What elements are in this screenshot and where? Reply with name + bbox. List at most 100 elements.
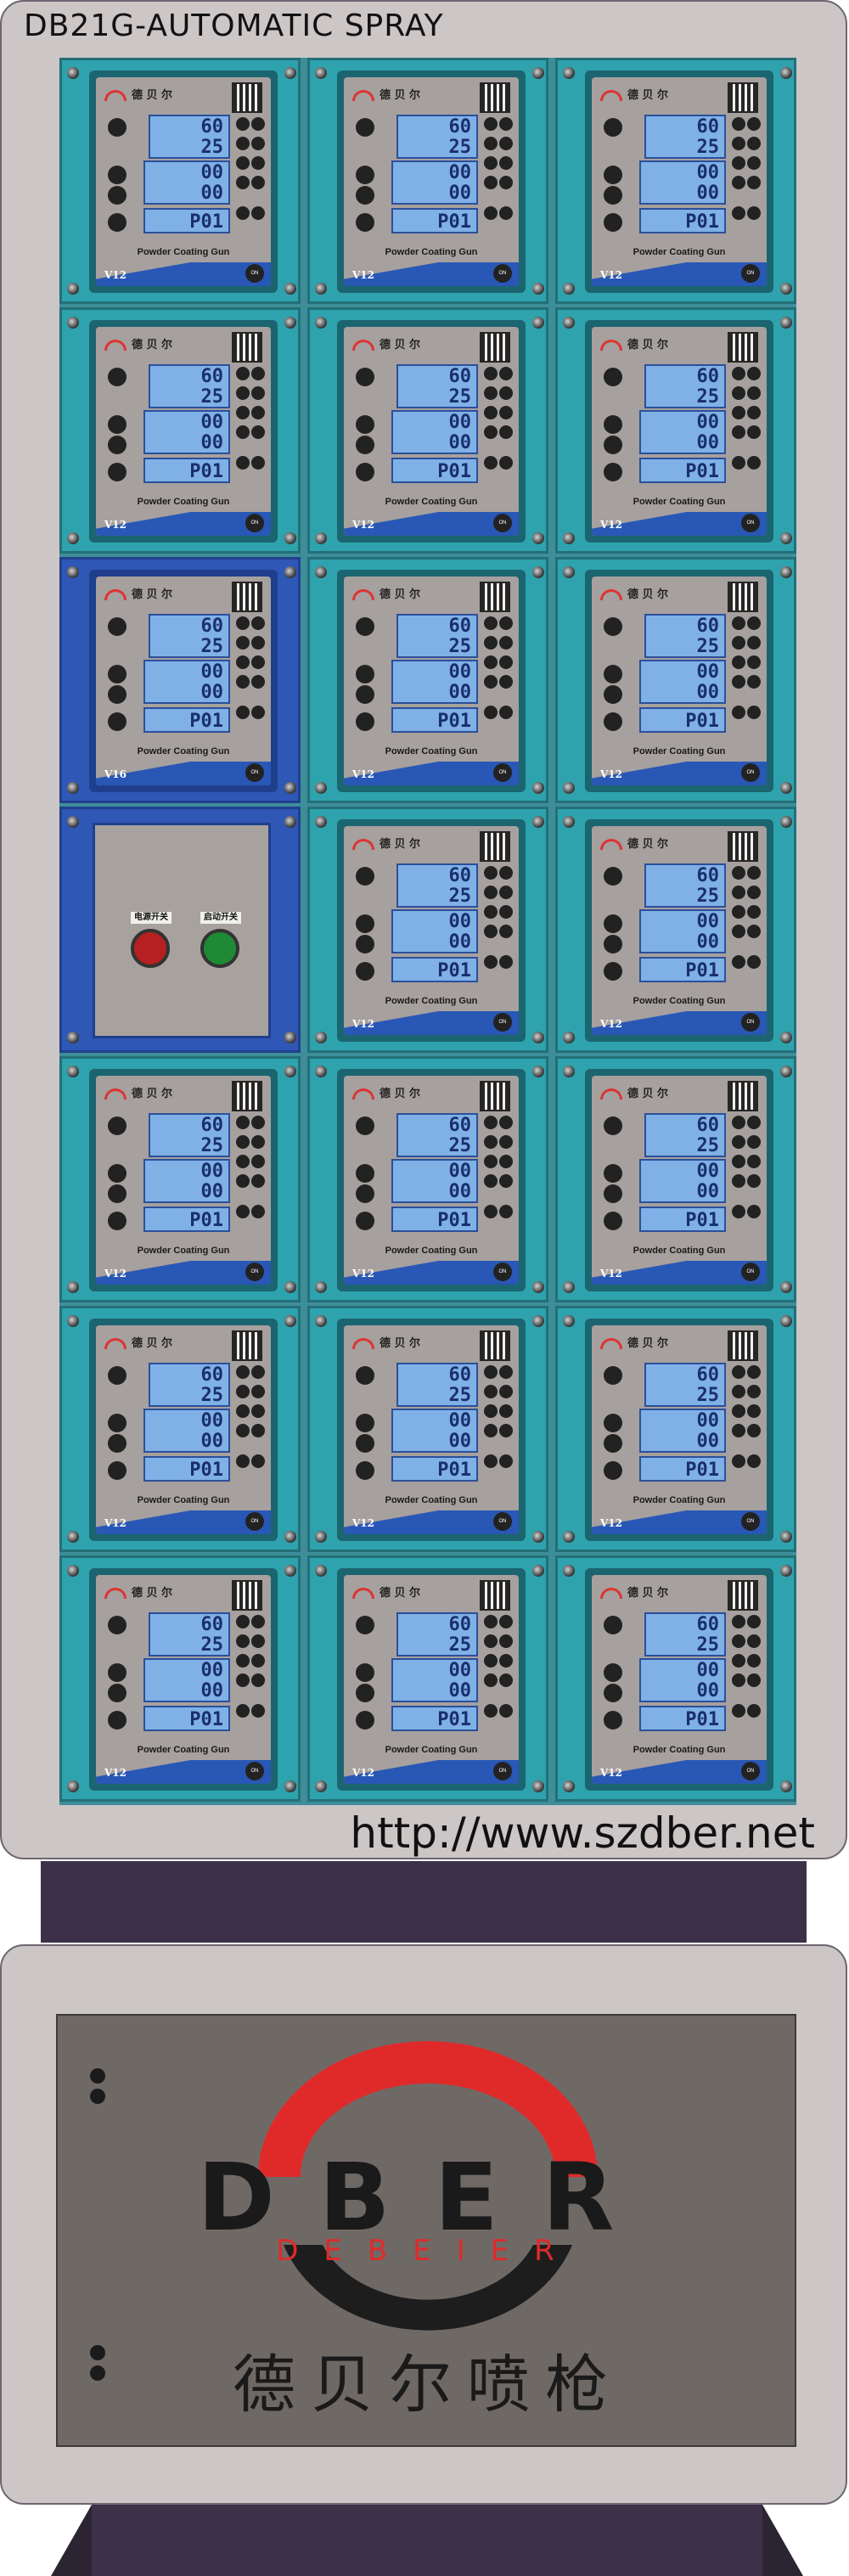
control-button[interactable] bbox=[236, 1116, 250, 1129]
control-button[interactable] bbox=[236, 636, 250, 650]
minus-button[interactable] bbox=[484, 706, 498, 719]
control-button[interactable] bbox=[484, 655, 498, 669]
control-button[interactable] bbox=[732, 1424, 745, 1437]
control-button[interactable] bbox=[732, 1135, 745, 1149]
mode-button[interactable] bbox=[108, 118, 127, 137]
onoff-button[interactable]: ON OFF bbox=[741, 1762, 760, 1780]
control-button[interactable] bbox=[499, 137, 513, 150]
control-button[interactable] bbox=[732, 1116, 745, 1129]
control-button[interactable] bbox=[732, 1654, 745, 1668]
plus-button[interactable] bbox=[747, 955, 761, 969]
control-button[interactable] bbox=[732, 425, 745, 439]
control-button[interactable] bbox=[499, 1135, 513, 1149]
control-button[interactable] bbox=[747, 117, 761, 131]
onoff-button[interactable]: ON OFF bbox=[493, 1013, 512, 1032]
ua-button[interactable] bbox=[356, 1684, 374, 1702]
control-button[interactable] bbox=[499, 616, 513, 630]
control-button[interactable] bbox=[236, 156, 250, 170]
control-button[interactable] bbox=[236, 406, 250, 419]
control-button[interactable] bbox=[747, 905, 761, 919]
control-button[interactable] bbox=[236, 1673, 250, 1687]
control-button[interactable] bbox=[499, 636, 513, 650]
ua-button[interactable] bbox=[604, 186, 622, 205]
control-button[interactable] bbox=[747, 1385, 761, 1398]
onoff-button[interactable]: ON OFF bbox=[741, 514, 760, 532]
ua-button[interactable] bbox=[604, 1184, 622, 1203]
ua-button[interactable] bbox=[356, 186, 374, 205]
onoff-button[interactable]: ON OFF bbox=[493, 1512, 512, 1531]
control-button[interactable] bbox=[499, 1404, 513, 1418]
ua-button[interactable] bbox=[604, 935, 622, 953]
kv-button[interactable] bbox=[108, 415, 127, 434]
control-button[interactable] bbox=[484, 1385, 498, 1398]
onoff-button[interactable]: ON OFF bbox=[741, 1013, 760, 1032]
control-button[interactable] bbox=[499, 1155, 513, 1168]
control-button[interactable] bbox=[236, 1424, 250, 1437]
control-button[interactable] bbox=[236, 1385, 250, 1398]
ua-button[interactable] bbox=[108, 1684, 127, 1702]
power-icon[interactable] bbox=[108, 712, 127, 731]
minus-button[interactable] bbox=[732, 1454, 745, 1468]
plus-button[interactable] bbox=[499, 1454, 513, 1468]
plus-button[interactable] bbox=[499, 456, 513, 470]
control-button[interactable] bbox=[499, 655, 513, 669]
ua-button[interactable] bbox=[604, 436, 622, 454]
control-button[interactable] bbox=[251, 1155, 265, 1168]
control-button[interactable] bbox=[251, 386, 265, 400]
control-button[interactable] bbox=[499, 1634, 513, 1648]
control-button[interactable] bbox=[484, 1174, 498, 1188]
minus-button[interactable] bbox=[236, 206, 250, 220]
power-icon[interactable] bbox=[604, 1461, 622, 1480]
control-button[interactable] bbox=[499, 886, 513, 899]
control-button[interactable] bbox=[251, 1174, 265, 1188]
mode-button[interactable] bbox=[108, 1616, 127, 1634]
mode-button[interactable] bbox=[356, 368, 374, 386]
onoff-button[interactable]: ON OFF bbox=[245, 1263, 264, 1281]
plus-button[interactable] bbox=[499, 1704, 513, 1718]
minus-button[interactable] bbox=[732, 1205, 745, 1218]
control-button[interactable] bbox=[499, 1116, 513, 1129]
control-button[interactable] bbox=[732, 176, 745, 189]
kv-button[interactable] bbox=[108, 1663, 127, 1682]
control-button[interactable] bbox=[499, 1654, 513, 1668]
control-button[interactable] bbox=[732, 925, 745, 938]
ua-button[interactable] bbox=[356, 935, 374, 953]
control-button[interactable] bbox=[484, 425, 498, 439]
ua-button[interactable] bbox=[108, 685, 127, 704]
kv-button[interactable] bbox=[356, 166, 374, 184]
kv-button[interactable] bbox=[356, 665, 374, 683]
control-button[interactable] bbox=[747, 1135, 761, 1149]
plus-button[interactable] bbox=[251, 706, 265, 719]
kv-button[interactable] bbox=[356, 1414, 374, 1432]
mode-button[interactable] bbox=[604, 1366, 622, 1385]
control-button[interactable] bbox=[747, 1155, 761, 1168]
mode-button[interactable] bbox=[604, 1616, 622, 1634]
minus-button[interactable] bbox=[484, 1205, 498, 1218]
kv-button[interactable] bbox=[604, 665, 622, 683]
mode-button[interactable] bbox=[356, 1366, 374, 1385]
control-button[interactable] bbox=[499, 117, 513, 131]
minus-button[interactable] bbox=[484, 1454, 498, 1468]
control-button[interactable] bbox=[499, 425, 513, 439]
onoff-button[interactable]: ON OFF bbox=[493, 1762, 512, 1780]
control-button[interactable] bbox=[484, 117, 498, 131]
control-button[interactable] bbox=[499, 1174, 513, 1188]
control-button[interactable] bbox=[251, 1634, 265, 1648]
plus-button[interactable] bbox=[747, 1454, 761, 1468]
power-switch-button[interactable] bbox=[131, 929, 170, 968]
power-icon[interactable] bbox=[108, 1212, 127, 1230]
control-button[interactable] bbox=[236, 616, 250, 630]
power-icon[interactable] bbox=[604, 712, 622, 731]
control-button[interactable] bbox=[732, 1404, 745, 1418]
control-button[interactable] bbox=[747, 616, 761, 630]
control-button[interactable] bbox=[236, 675, 250, 689]
control-button[interactable] bbox=[747, 886, 761, 899]
control-button[interactable] bbox=[732, 905, 745, 919]
control-button[interactable] bbox=[747, 1634, 761, 1648]
control-button[interactable] bbox=[484, 406, 498, 419]
ua-button[interactable] bbox=[356, 436, 374, 454]
ua-button[interactable] bbox=[108, 1434, 127, 1453]
control-button[interactable] bbox=[236, 1615, 250, 1628]
control-button[interactable] bbox=[484, 1116, 498, 1129]
minus-button[interactable] bbox=[732, 206, 745, 220]
